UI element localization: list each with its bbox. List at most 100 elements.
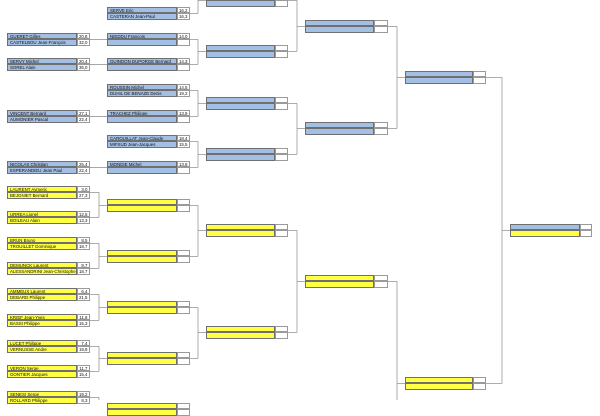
player-name-cell[interactable] (510, 230, 580, 236)
score-cell[interactable]: 32,0 (77, 39, 90, 45)
player-name-cell[interactable]: BASSI Philippe (7, 320, 77, 326)
score-cell[interactable] (374, 26, 388, 32)
player-row (107, 205, 190, 211)
bracket-connectors (0, 0, 600, 400)
score-cell[interactable] (275, 332, 288, 338)
player-name-cell[interactable]: ESPERANDIEU Jean Paul (7, 167, 77, 173)
player-row (305, 281, 388, 287)
score-cell[interactable]: 8,3 (77, 397, 90, 403)
player-name-cell[interactable]: VERNUSSE Andre (7, 346, 77, 352)
player-name-cell[interactable] (206, 332, 275, 338)
player-row (107, 64, 190, 70)
empty-match-box (107, 403, 190, 416)
player-row (305, 128, 388, 134)
player-name-cell[interactable] (107, 409, 177, 415)
player-name-cell[interactable]: CASTELBOU Jean-François (7, 39, 77, 45)
score-cell[interactable] (177, 256, 190, 262)
score-cell[interactable] (473, 383, 486, 389)
score-cell[interactable] (177, 358, 190, 364)
player-name-cell[interactable] (206, 51, 275, 57)
score-cell[interactable]: 18,7 (77, 243, 90, 249)
score-cell[interactable] (177, 116, 190, 122)
score-cell[interactable] (177, 409, 190, 415)
player-name-cell[interactable] (305, 128, 374, 134)
player-name-cell[interactable] (107, 39, 177, 45)
empty-match-box (206, 0, 288, 7)
player-name-cell[interactable] (107, 116, 177, 122)
empty-match-box (305, 122, 388, 135)
score-cell[interactable] (177, 307, 190, 313)
player-name-cell[interactable]: ROLLARD Philippe (7, 397, 77, 403)
player-name-cell[interactable] (107, 205, 177, 211)
score-cell[interactable] (473, 77, 486, 83)
score-cell[interactable]: 27,3 (77, 192, 90, 198)
player-name-cell[interactable] (107, 64, 177, 70)
player-row (107, 358, 190, 364)
player-name-cell[interactable]: SOREL Alain (7, 64, 77, 70)
player-name-cell[interactable]: DUHIL DE BENAZE Denis (107, 90, 177, 96)
player-name-cell[interactable] (206, 0, 275, 6)
score-cell[interactable]: 22,4 (77, 167, 90, 173)
player-name-cell[interactable] (206, 230, 275, 236)
score-cell[interactable] (374, 281, 388, 287)
score-cell[interactable]: 19,2 (177, 90, 190, 96)
score-cell[interactable] (177, 39, 190, 45)
score-cell[interactable] (275, 154, 288, 160)
player-name-cell[interactable] (206, 154, 275, 160)
player-name-cell[interactable] (107, 167, 177, 173)
empty-match-box (405, 377, 486, 390)
player-name-cell[interactable]: ALESSANDRINI Jean-Christophe (7, 268, 77, 274)
player-name-cell[interactable]: CASTERAN Jean-Paul (107, 13, 177, 19)
player-name-cell[interactable]: GONTIER Jacques (7, 371, 77, 377)
score-cell[interactable] (275, 51, 288, 57)
score-cell[interactable] (580, 230, 592, 236)
score-cell[interactable] (275, 103, 288, 109)
player-name-cell[interactable] (405, 77, 473, 83)
score-cell[interactable]: 15,5 (177, 141, 190, 147)
player-name-cell[interactable]: BEJGNIET Bernard (7, 192, 77, 198)
score-cell[interactable]: 19,8 (77, 346, 90, 352)
player-name-cell[interactable] (305, 26, 374, 32)
player-row (206, 230, 288, 236)
score-cell[interactable] (275, 230, 288, 236)
score-cell[interactable]: 22,4 (77, 116, 90, 122)
player-name-cell[interactable] (107, 256, 177, 262)
player-name-cell[interactable]: BOILEAU Alain (7, 217, 77, 223)
player-name-cell[interactable]: MIFSUD Jean-Jacques (107, 141, 177, 147)
player-name-cell[interactable]: TROUILLET Dominique (7, 243, 77, 249)
player-name-cell[interactable] (405, 383, 473, 389)
score-cell[interactable]: 13,3 (77, 217, 90, 223)
score-cell[interactable] (177, 167, 190, 173)
empty-match-box (107, 352, 190, 365)
score-cell[interactable]: 15,3 (77, 320, 90, 326)
player-name-cell[interactable] (107, 358, 177, 364)
score-cell[interactable] (374, 128, 388, 134)
score-cell[interactable]: 21,5 (77, 294, 90, 300)
player-name-cell[interactable]: DEBARD Philippe (7, 294, 77, 300)
score-cell[interactable]: 18,7 (77, 268, 90, 274)
score-cell[interactable] (177, 205, 190, 211)
score-cell[interactable] (177, 64, 190, 70)
player-name-cell[interactable] (305, 281, 374, 287)
player-name-cell[interactable] (107, 307, 177, 313)
empty-match-box (206, 97, 288, 110)
player-name-cell[interactable]: AUMONIER Pascal (7, 116, 77, 122)
player-name-cell[interactable] (206, 103, 275, 109)
player-row (206, 103, 288, 109)
score-cell[interactable] (275, 0, 288, 6)
score-cell[interactable]: 35,0 (77, 64, 90, 70)
score-cell[interactable]: 15,4 (77, 371, 90, 377)
score-cell[interactable]: 16,3 (177, 13, 190, 19)
